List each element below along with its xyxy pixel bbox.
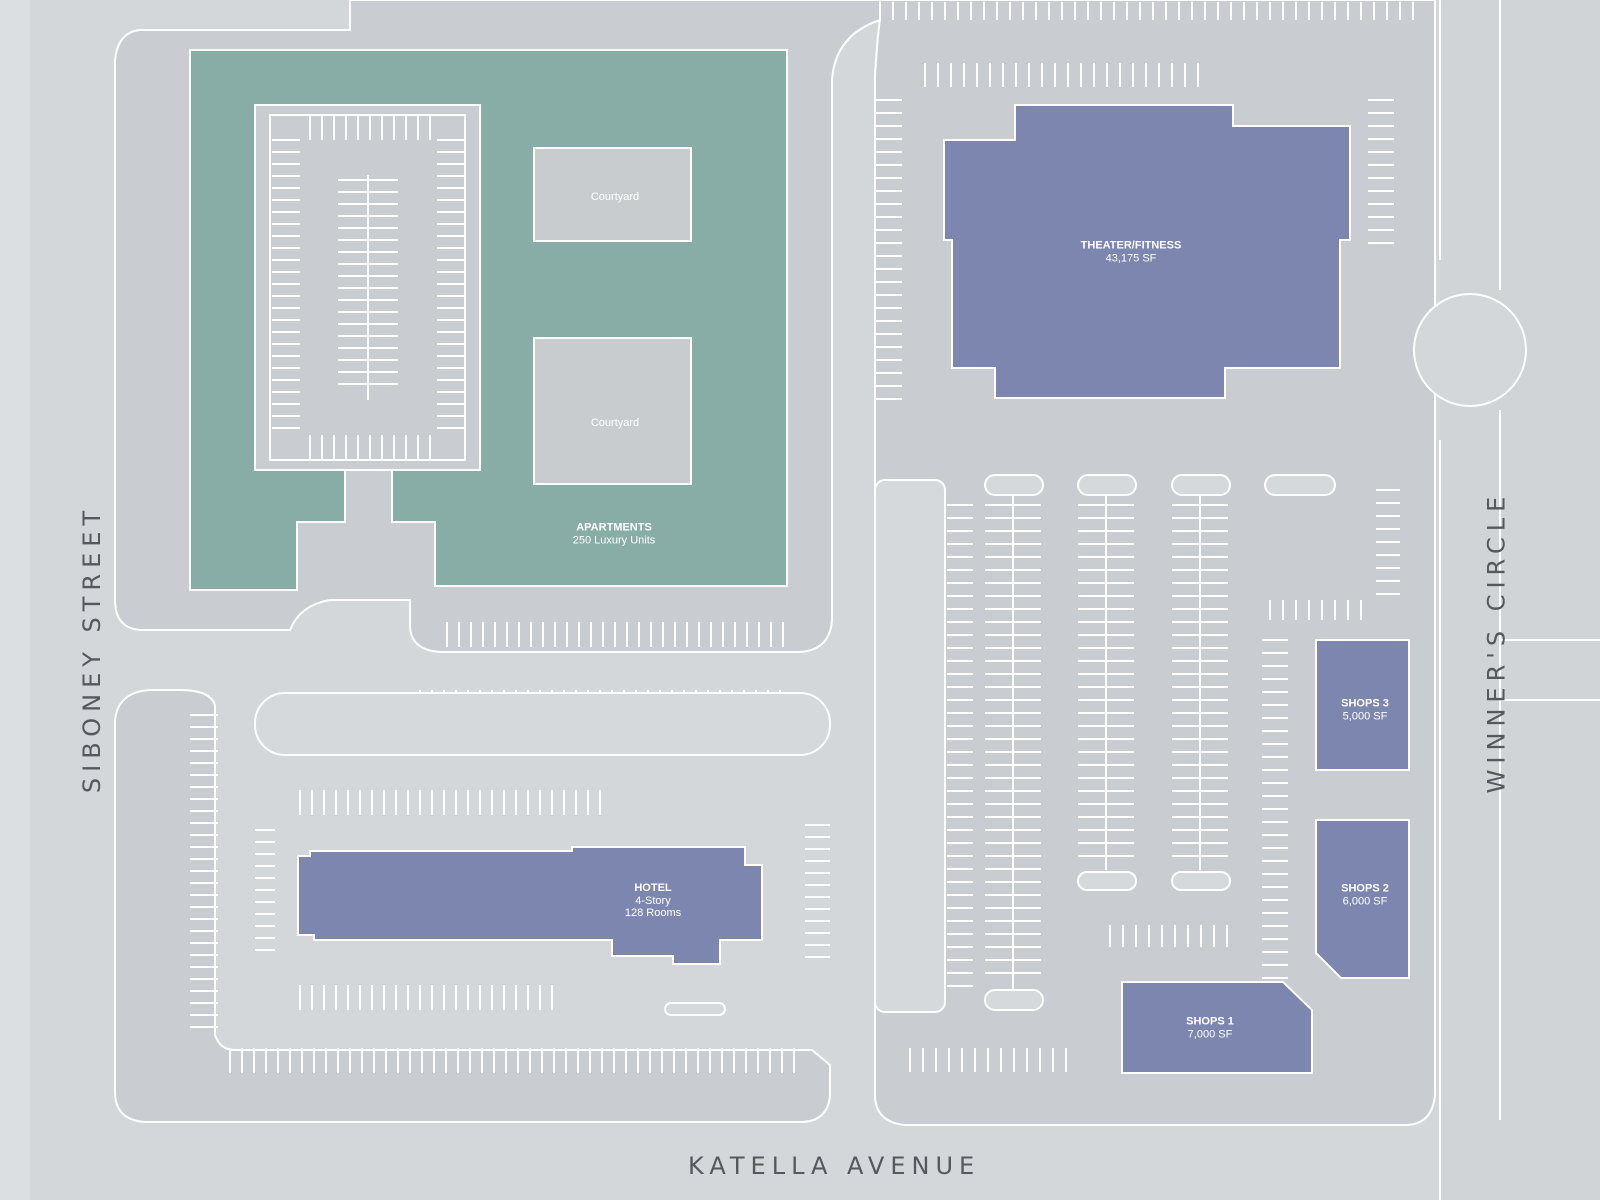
courtyard-1 [533, 147, 692, 242]
theater-title: THEATER/FITNESS [1080, 239, 1182, 252]
courtyard-1-label: Courtyard [590, 191, 640, 203]
east-road-edges [1439, 0, 1501, 1200]
theater-fitness-building [943, 104, 1351, 399]
parking-island [984, 474, 1044, 496]
parking-island [1264, 474, 1336, 496]
roundabout [1413, 293, 1527, 407]
shops-1-title: SHOPS 1 [1186, 1015, 1234, 1028]
shops-2-label: SHOPS 2 6,000 SF [1341, 882, 1389, 907]
east-road-surface [1440, 0, 1600, 1200]
shops-1-label: SHOPS 1 7,000 SF [1186, 1015, 1234, 1040]
shops-2-title: SHOPS 2 [1341, 882, 1389, 895]
apartments-label: APARTMENTS 250 Luxury Units [573, 521, 656, 546]
parking-stalls [190, 2, 1414, 1073]
parking-island [1077, 871, 1137, 891]
theater-label: THEATER/FITNESS 43,175 SF [1081, 239, 1182, 264]
parking-island [254, 692, 831, 756]
shops-2-building [1315, 819, 1410, 979]
street-label-east: WINNER'S CIRCLE [1482, 490, 1511, 794]
hotel-label: HOTEL 4-Story 128 Rooms [625, 882, 681, 920]
hotel-rooms: 128 Rooms [624, 907, 682, 920]
shops-2-subtitle: 6,000 SF [1342, 895, 1388, 907]
shops-1-subtitle: 7,000 SF [1187, 1028, 1233, 1040]
parking-island [1171, 474, 1231, 496]
shops-3-subtitle: 5,000 SF [1342, 710, 1388, 722]
theater-subtitle: 43,175 SF [1105, 252, 1157, 264]
apartments-subtitle: 250 Luxury Units [572, 534, 656, 546]
east-driveway-edges [1500, 639, 1600, 701]
shops-1-building [1121, 981, 1313, 1074]
parking-island [874, 479, 946, 1013]
street-label-south: KATELLA AVENUE [688, 1152, 981, 1180]
shops-3-title: SHOPS 3 [1341, 697, 1389, 710]
garage-inner-outline [269, 114, 466, 461]
parking-island [1077, 474, 1137, 496]
hotel-title: HOTEL [634, 882, 672, 895]
apartments-title: APARTMENTS [576, 521, 652, 534]
shops-3-building [1315, 639, 1410, 771]
hotel-building [297, 846, 763, 965]
parking-island [664, 1002, 726, 1016]
courtyard-2-label: Courtyard [590, 417, 640, 429]
hotel-stories: 4-Story [635, 894, 671, 907]
street-label-west: SIBONEY STREET [78, 504, 107, 794]
southwest-parcel [114, 689, 831, 1123]
parking-island [984, 989, 1044, 1011]
parking-island [1171, 871, 1231, 891]
courtyard-2 [533, 337, 692, 485]
shops-3-label: SHOPS 3 5,000 SF [1341, 697, 1389, 722]
parking-islands [254, 474, 1336, 1016]
